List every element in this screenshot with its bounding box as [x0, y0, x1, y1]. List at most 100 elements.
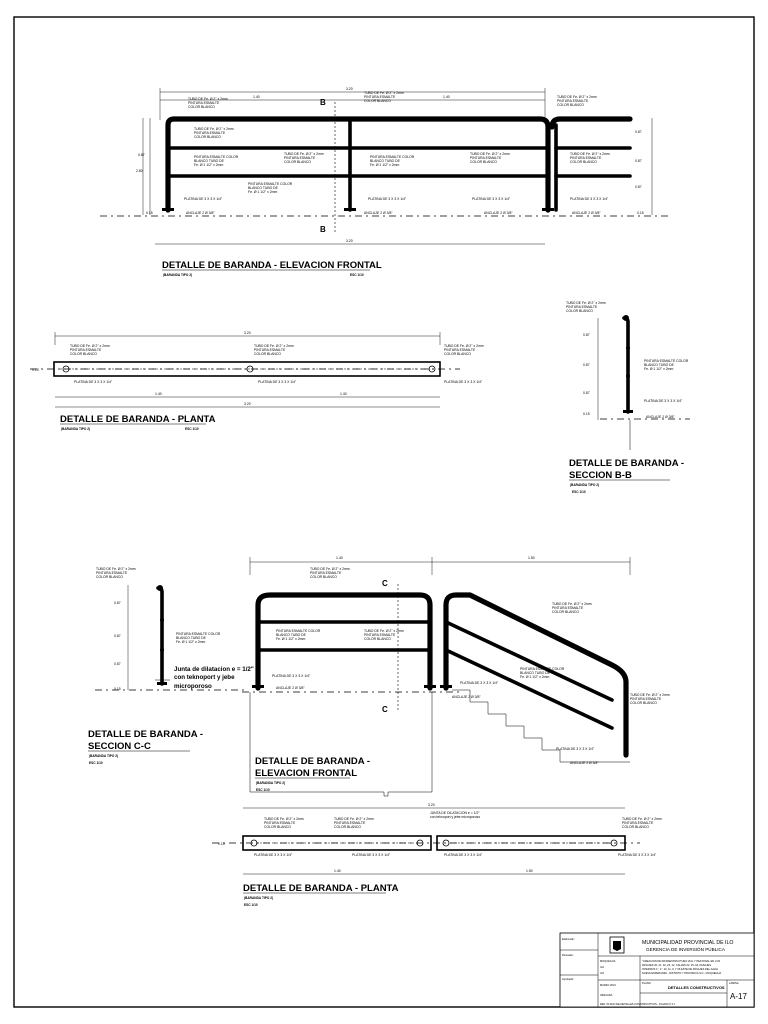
planta-top: 3.20 0.15 TUBO DE Fe. Ø 2" x 2mm PINTURA…	[30, 331, 484, 431]
svg-text:Aprobado:: Aprobado:	[562, 977, 574, 981]
svg-text:TUBO DE Fe. Ø 2" x 2mm: TUBO DE Fe. Ø 2" x 2mm	[566, 301, 606, 305]
svg-text:PLATINA DE 3 X 3 X 1/4": PLATINA DE 3 X 3 X 1/4"	[444, 380, 483, 384]
svg-text:ANCLAJE 2 Ø 3/8": ANCLAJE 2 Ø 3/8"	[452, 695, 481, 699]
svg-text:DETALLES CONSTRUCTIVOS: DETALLES CONSTRUCTIVOS	[668, 985, 725, 990]
svg-text:MOQUEGUA: MOQUEGUA	[600, 959, 616, 963]
svg-text:PLATINA DE 3 X 3 X 1/4": PLATINA DE 3 X 3 X 1/4"	[272, 674, 311, 678]
title-seccion-cc-2: SECCION C-C	[88, 741, 151, 752]
municipal-seal-icon	[609, 936, 625, 954]
svg-text:COLOR BLANCO: COLOR BLANCO	[334, 825, 361, 829]
svg-text:Fe. Ø 1 1/2" x 2mm: Fe. Ø 1 1/2" x 2mm	[370, 163, 399, 167]
svg-text:COLOR BLANCO: COLOR BLANCO	[557, 103, 584, 107]
title-elevacion-frontal: DETALLE DE BARANDA - ELEVACION FRONTAL	[162, 260, 382, 271]
svg-text:BLANCO TUBO DE: BLANCO TUBO DE	[276, 633, 307, 637]
svg-text:PLATINA DE 3 X 3 X 1/4": PLATINA DE 3 X 3 X 1/4"	[472, 197, 511, 201]
svg-text:PINTURA ESMALTE: PINTURA ESMALTE	[334, 821, 366, 825]
svg-text:PASAJES 20, 21, 22, 23, 12, CA: PASAJES 20, 21, 22, 23, 12, CALLES 02, 0…	[642, 963, 711, 967]
svg-text:"CREACION DE INFRAESTRUCTURA V: "CREACION DE INFRAESTRUCTURA VIAL Y PEAT…	[642, 959, 720, 963]
svg-text:ESC 1/10: ESC 1/10	[350, 273, 364, 277]
dim-total-top: 3.20	[346, 87, 353, 91]
svg-text:PLATINA DE 3 X 3 X 1/4": PLATINA DE 3 X 3 X 1/4"	[556, 747, 595, 751]
svg-text:PLATINA DE 3 X 3 X 1/4": PLATINA DE 3 X 3 X 1/4"	[74, 380, 113, 384]
svg-text:Fe. Ø 1 1/2" x 2mm: Fe. Ø 1 1/2" x 2mm	[644, 367, 673, 371]
svg-text:BLANCO TUBO DE: BLANCO TUBO DE	[194, 159, 225, 163]
svg-text:TUBO DE Fe. Ø 2" x 2mm: TUBO DE Fe. Ø 2" x 2mm	[70, 344, 110, 348]
svg-text:con teknoport y jebe microporo: con teknoport y jebe microporoso	[430, 815, 480, 819]
title-seccion-bb-2: SECCION B-B	[569, 470, 632, 481]
svg-text:TUBO DE Fe. Ø 2" x 2mm: TUBO DE Fe. Ø 2" x 2mm	[254, 344, 294, 348]
dim-r-base: 0.15	[637, 211, 644, 215]
svg-text:ANCLAJE 2 Ø 3/8": ANCLAJE 2 Ø 3/8"	[186, 211, 215, 215]
svg-text:COLOR BLANCO: COLOR BLANCO	[254, 352, 281, 356]
svg-text:Junta de dilatacion e = 1/2": Junta de dilatacion e = 1/2"	[174, 666, 254, 673]
svg-text:BLANCO TUBO DE: BLANCO TUBO DE	[370, 159, 401, 163]
svg-text:COLOR BLANCO: COLOR BLANCO	[310, 575, 337, 579]
svg-text:PINTURA ESMALTE: PINTURA ESMALTE	[570, 156, 602, 160]
dim-span-1: 1.40	[253, 95, 260, 99]
svg-text:PINTURA ESMALTE: PINTURA ESMALTE	[566, 305, 598, 309]
svg-text:(BARANDA TIPO 2): (BARANDA TIPO 2)	[256, 781, 285, 785]
svg-text:COLOR BLANCO: COLOR BLANCO	[470, 160, 497, 164]
svg-text:PLATINA DE 3 X 3 X 1/4": PLATINA DE 3 X 3 X 1/4"	[570, 197, 609, 201]
svg-text:PINTURA ESMALTE COLOR: PINTURA ESMALTE COLOR	[644, 359, 689, 363]
svg-text:(BARANDA TIPO 2): (BARANDA TIPO 2)	[570, 483, 599, 487]
svg-text:COLOR BLANCO: COLOR BLANCO	[566, 309, 593, 313]
svg-text:PLATINA DE 3 X 3 X 1/4": PLATINA DE 3 X 3 X 1/4"	[184, 197, 223, 201]
svg-text:0.15: 0.15	[32, 368, 39, 372]
sheet-border	[13, 16, 755, 1008]
svg-text:3.20: 3.20	[244, 402, 251, 406]
svg-text:3.20: 3.20	[428, 803, 435, 807]
svg-text:INTERNOS 1", 1", 10, 11, 9, Y: INTERNOS 1", 1", 10, 11, 9, Y 06 ESTE DE…	[642, 967, 718, 971]
svg-text:ANCLAJE 2 Ø 3/8": ANCLAJE 2 Ø 3/8"	[484, 211, 513, 215]
svg-text:PLATINA DE 3 X 3 X 1/4": PLATINA DE 3 X 3 X 1/4"	[352, 853, 391, 857]
svg-text:0.87: 0.87	[114, 662, 121, 666]
notes-elev-top: TUBO DE Fe. Ø 2" x 2mm PINTURA ESMALTE C…	[184, 91, 610, 215]
svg-text:COLOR BLANCO: COLOR BLANCO	[630, 701, 657, 705]
svg-text:REF: PLANO DE DETALLES CONSTRU: REF: PLANO DE DETALLES CONSTRUCTIVOS - P…	[600, 1002, 676, 1006]
svg-text:Fe. Ø 1 1/2" x 2mm: Fe. Ø 1 1/2" x 2mm	[276, 637, 305, 641]
svg-text:Fe. Ø 1 1/2" x 2mm: Fe. Ø 1 1/2" x 2mm	[194, 163, 223, 167]
svg-text:COLOR BLANCO: COLOR BLANCO	[96, 575, 123, 579]
svg-text:0.87: 0.87	[583, 363, 590, 367]
svg-text:PINTURA ESMALTE: PINTURA ESMALTE	[622, 821, 654, 825]
svg-text:COLOR BLANCO: COLOR BLANCO	[284, 160, 311, 164]
dim-r-3: 0.87	[635, 185, 642, 189]
dim-htotal: 2.80	[136, 169, 143, 173]
planta-bottom: 3.20 0.15 TUBO DE Fe. Ø 2" x 2mm PINTURA…	[212, 803, 662, 907]
svg-text:0.87: 0.87	[583, 333, 590, 337]
svg-text:GERENCIA DE INVERSIÓN PÚBLICA: GERENCIA DE INVERSIÓN PÚBLICA	[646, 946, 726, 952]
svg-text:ANCLAJE 2 Ø 3/8": ANCLAJE 2 Ø 3/8"	[570, 761, 599, 765]
svg-text:TUBO DE Fe. Ø 2" x 2mm: TUBO DE Fe. Ø 2" x 2mm	[334, 817, 374, 821]
svg-text:PINTURA ESMALTE: PINTURA ESMALTE	[284, 156, 316, 160]
svg-text:LAMINA: LAMINA	[729, 981, 739, 985]
dim-total-bottom: 3.20	[346, 239, 353, 243]
svg-text:PLATINA DE 3 X 3 X 1/4": PLATINA DE 3 X 3 X 1/4"	[644, 399, 683, 403]
svg-text:BLANCO TUBO DE: BLANCO TUBO DE	[176, 636, 207, 640]
seccion-bb: 0.87 0.87 0.87 0.15 TUBO DE Fe. Ø 2" x 2…	[566, 301, 690, 494]
svg-text:PLATINA DE 3 X 3 X 1/4": PLATINA DE 3 X 3 X 1/4"	[254, 853, 293, 857]
svg-text:INDICADA: INDICADA	[600, 993, 613, 997]
svg-text:1.40: 1.40	[336, 556, 343, 560]
svg-text:BLANCO TUBO DE: BLANCO TUBO DE	[644, 363, 675, 367]
dim-r-1: 0.87	[635, 130, 642, 134]
svg-text:3.20: 3.20	[244, 331, 251, 335]
title-planta-1: DETALLE DE BARANDA - PLANTA	[60, 414, 216, 425]
svg-text:COLOR BLANCO: COLOR BLANCO	[622, 825, 649, 829]
svg-text:PINTURA ESMALTE COLOR: PINTURA ESMALTE COLOR	[194, 155, 239, 159]
seccion-cc: 0.87 0.87 0.87 0.15 TUBO DE Fe. Ø 2" x 2…	[88, 567, 254, 765]
svg-text:BLANCO TUBO DE: BLANCO TUBO DE	[248, 186, 279, 190]
svg-text:PINTURA ESMALTE: PINTURA ESMALTE	[557, 99, 589, 103]
svg-text:PLATINA DE 3 X 3 X 1/4": PLATINA DE 3 X 3 X 1/4"	[618, 853, 657, 857]
svg-text:TUBO DE Fe. Ø 2" x 2mm: TUBO DE Fe. Ø 2" x 2mm	[470, 152, 510, 156]
svg-text:PINTURA ESMALTE COLOR: PINTURA ESMALTE COLOR	[176, 632, 221, 636]
svg-text:Elaborado:: Elaborado:	[562, 937, 575, 941]
title-block: MUNICIPALIDAD PROVINCIAL DE ILO GERENCIA…	[559, 932, 755, 1008]
svg-text:TUBO DE Fe. Ø 2" x 2mm: TUBO DE Fe. Ø 2" x 2mm	[557, 95, 597, 99]
dim-span-2: 1.40	[443, 95, 450, 99]
title-elevacion-frontal-2b: ELEVACION FRONTAL	[255, 768, 357, 779]
svg-text:TUBO DE Fe. Ø 2" x 2mm: TUBO DE Fe. Ø 2" x 2mm	[364, 91, 404, 95]
svg-text:0.15: 0.15	[114, 687, 121, 691]
svg-text:COLOR BLANCO: COLOR BLANCO	[188, 105, 215, 109]
svg-text:TUBO DE Fe. Ø 2" x 2mm: TUBO DE Fe. Ø 2" x 2mm	[444, 344, 484, 348]
